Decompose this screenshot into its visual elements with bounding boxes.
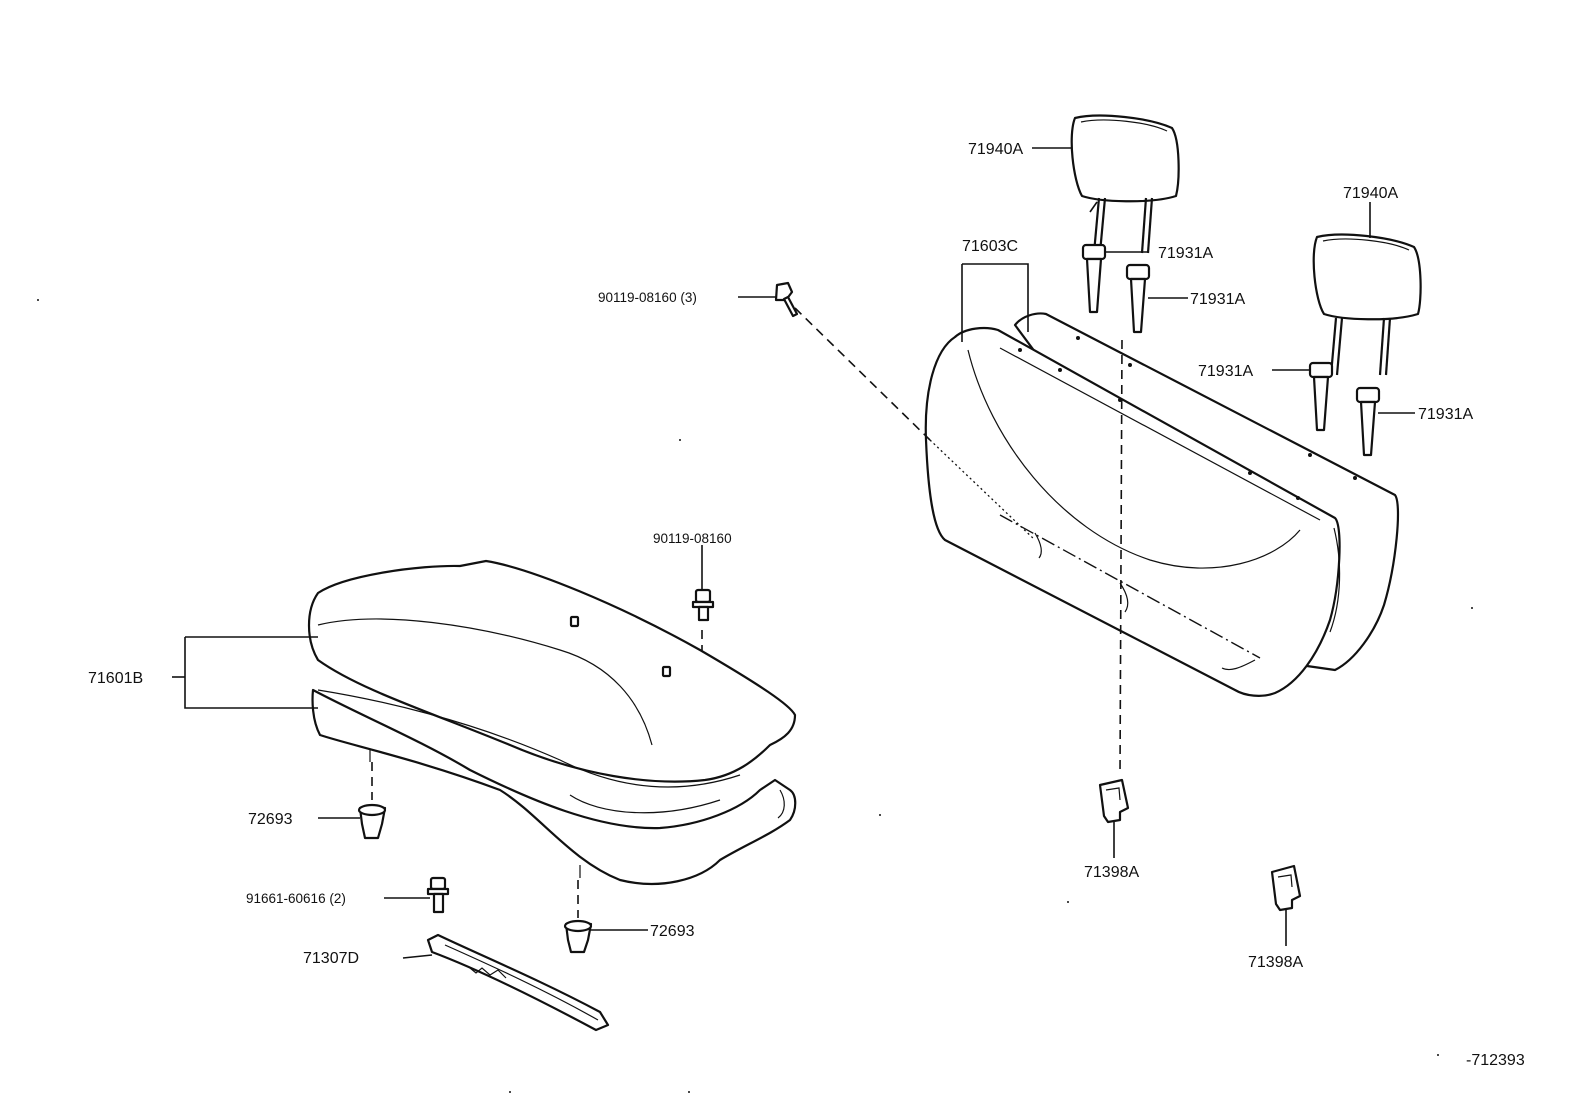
label-guide-2: 71931A (1190, 291, 1245, 308)
headrest-right-icon (1312, 233, 1422, 376)
headrest-left-icon (1070, 114, 1180, 254)
headrest-guide-icon (1355, 386, 1381, 457)
label-hook-center: 71398A (1084, 864, 1139, 881)
figure-number: -712393 (1466, 1052, 1525, 1069)
label-guide-3: 71931A (1198, 363, 1253, 380)
headrest-guide-icon (1125, 263, 1151, 334)
label-headrest-left: 71940A (968, 141, 1023, 158)
hook-icon (1098, 778, 1130, 824)
seat-cushion-icon (308, 559, 797, 886)
label-bolt-mid: 90119-08160 (653, 531, 732, 546)
label-guide-1: 71931A (1158, 245, 1213, 262)
label-hook-right: 71398A (1248, 954, 1303, 971)
label-bolt-top: 90119-08160 (3) (598, 290, 697, 305)
label-clip-right: 72693 (650, 923, 695, 940)
clip-icon (357, 803, 387, 840)
bolt-icon (426, 876, 450, 914)
headrest-guide-icon (1081, 243, 1107, 314)
bolt-icon (691, 588, 715, 622)
label-bolt-lower: 91661-60616 (2) (246, 891, 346, 906)
label-headrest-right: 71940A (1343, 185, 1398, 202)
label-seatback: 71603C (962, 238, 1018, 255)
headrest-guide-icon (1308, 361, 1334, 432)
label-guide-4: 71931A (1418, 406, 1473, 423)
bolt-icon (774, 281, 799, 318)
hook-icon (1270, 864, 1302, 912)
seatback-icon (924, 312, 1400, 697)
label-cushion: 71601B (88, 670, 143, 687)
bracket-icon (426, 933, 610, 1032)
label-clip-left: 72693 (248, 811, 293, 828)
label-bracket: 71307D (303, 950, 359, 967)
clip-icon (563, 919, 593, 954)
